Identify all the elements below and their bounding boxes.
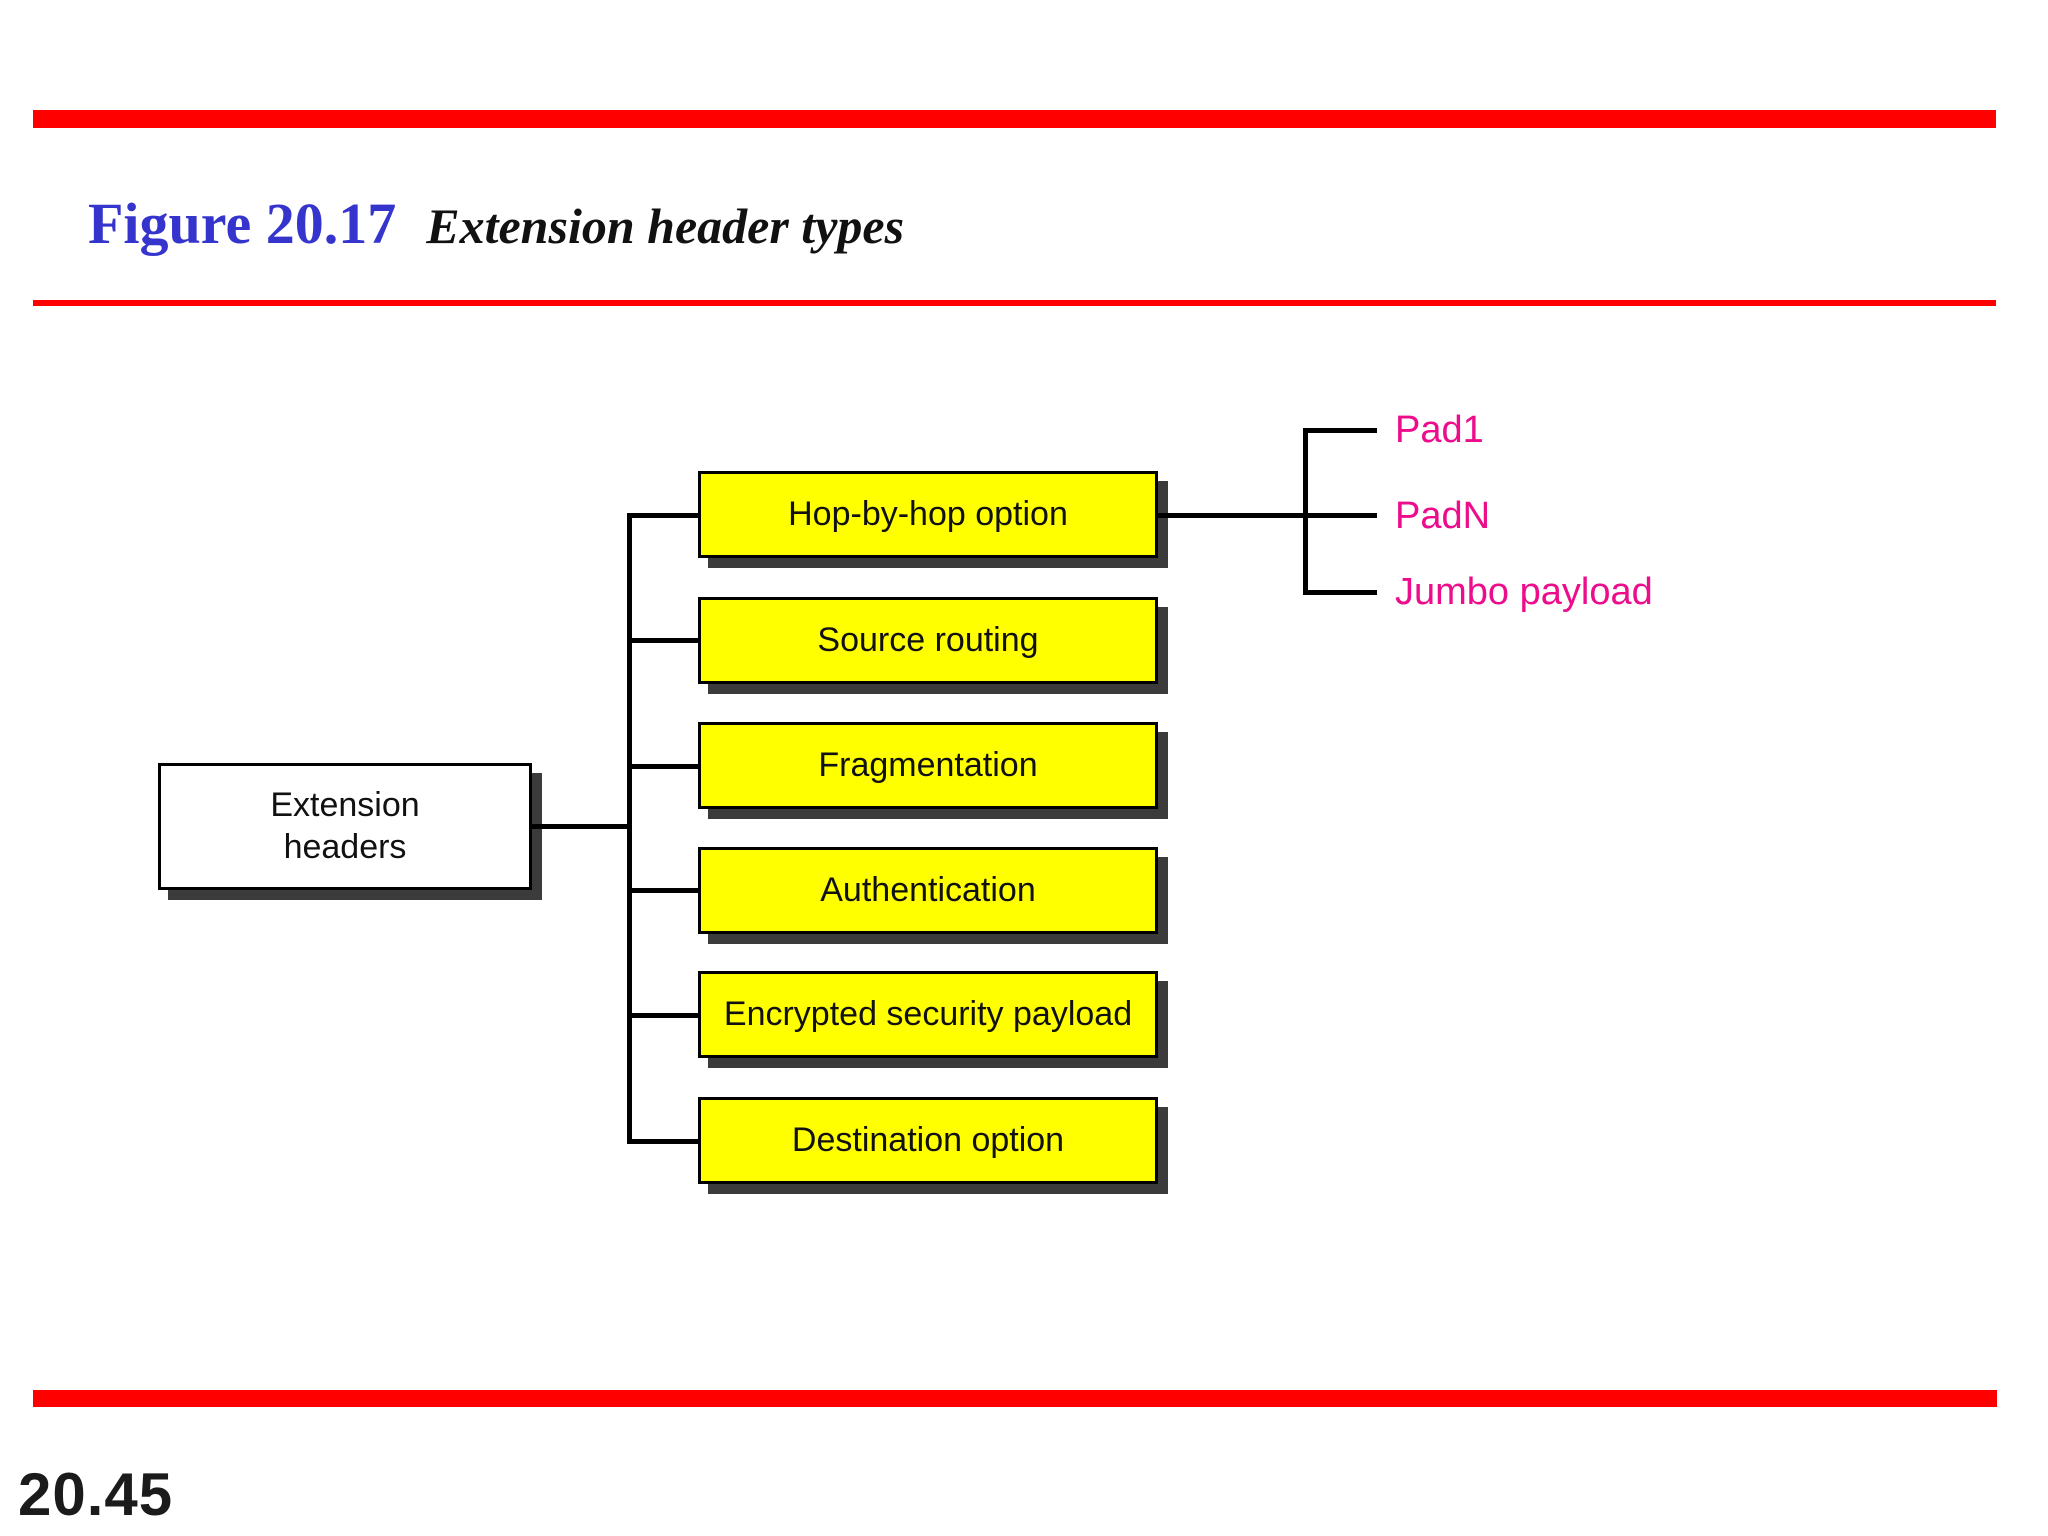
trunk-line-left [627, 513, 632, 1144]
tick-line-pad1 [1305, 428, 1377, 433]
node-source-routing: Source routing [698, 597, 1158, 684]
node-destination-option: Destination option [698, 1097, 1158, 1184]
branch-line-encrypted-security-payload [629, 1013, 699, 1018]
root-node-label-line2: headers [283, 827, 407, 866]
branch-line-fragmentation [629, 764, 699, 769]
connector-hop-by-hop-to-options [1158, 513, 1377, 518]
title-underline-rule [33, 300, 1996, 306]
trunk-line-options [1303, 428, 1308, 595]
slide-title: Figure 20.17 Extension header types [88, 192, 904, 256]
option-label-padn: PadN [1395, 495, 1491, 537]
node-authentication: Authentication [698, 847, 1158, 934]
page-number: 20.45 [18, 1461, 174, 1528]
tick-line-jumbo-payload [1305, 590, 1377, 595]
branch-line-authentication [629, 888, 699, 893]
node-encrypted-security-payload: Encrypted security payload [698, 971, 1158, 1058]
branch-line-source-routing [629, 638, 699, 643]
root-node-extension-headers: Extension headers [158, 763, 532, 890]
root-node-label-line1: Extension [270, 786, 420, 825]
top-rule-bar [33, 110, 1996, 128]
figure-label: Figure 20.17 [88, 191, 397, 256]
branch-line-hop-by-hop [629, 513, 699, 518]
branch-line-destination-option [629, 1139, 699, 1144]
option-label-jumbo-payload: Jumbo payload [1395, 571, 1653, 613]
node-hop-by-hop-option: Hop-by-hop option [698, 471, 1158, 558]
bottom-rule-bar [33, 1390, 1997, 1407]
connector-root-to-trunk [532, 824, 629, 829]
option-label-pad1: Pad1 [1395, 409, 1484, 451]
figure-title: Extension header types [426, 198, 905, 254]
node-fragmentation: Fragmentation [698, 722, 1158, 809]
